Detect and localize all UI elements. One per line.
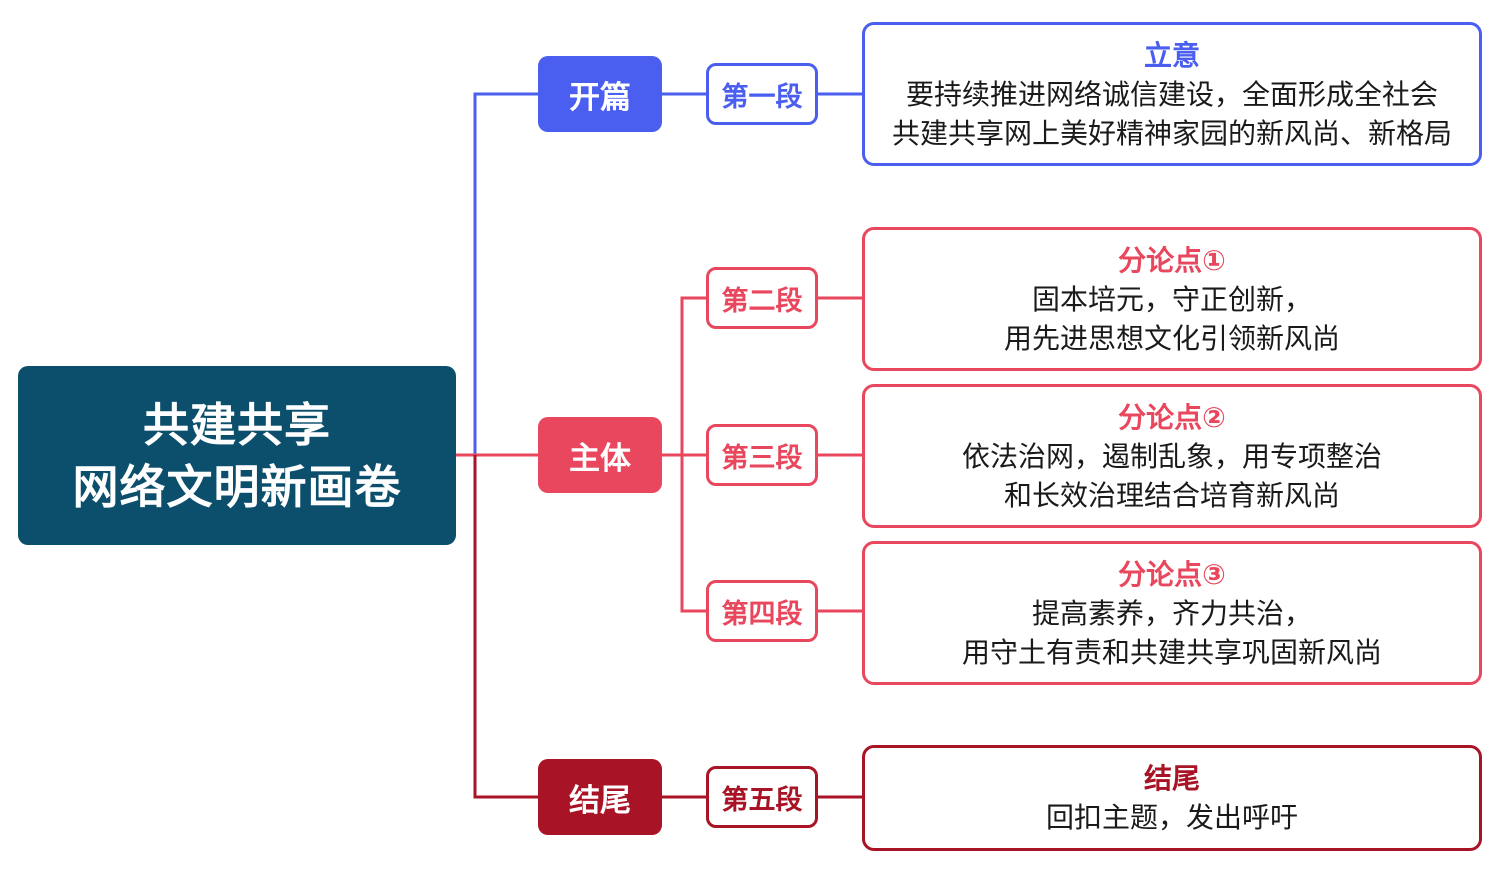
- root-title-line1: 共建共享: [143, 397, 331, 452]
- paragraph-2: 第二段: [706, 267, 818, 329]
- detail-box-1: 立意 要持续推进网络诚信建设，全面形成全社会 共建共享网上美好精神家园的新风尚、…: [862, 22, 1482, 166]
- root-title-line2: 网络文明新画卷: [72, 459, 402, 514]
- detail-line: 依法治网，遏制乱象，用专项整治: [961, 439, 1382, 473]
- connector-root-opening: [456, 92, 538, 457]
- detail-heading: 分论点②: [1118, 400, 1226, 434]
- detail-heading: 分论点①: [1118, 243, 1226, 277]
- detail-line: 提高素养，齐力共治，: [1031, 596, 1312, 630]
- detail-line: 和长效治理结合培育新风尚: [1003, 478, 1340, 512]
- detail-line: 用先进思想文化引领新风尚: [1003, 321, 1340, 355]
- detail-box-5: 结尾 回扣主题，发出呼吁: [862, 745, 1482, 851]
- paragraph-3: 第三段: [706, 424, 818, 486]
- root-topic: 共建共享 网络文明新画卷: [18, 366, 456, 545]
- detail-box-3: 分论点② 依法治网，遏制乱象，用专项整治 和长效治理结合培育新风尚: [862, 384, 1482, 528]
- paragraph-5: 第五段: [706, 766, 818, 828]
- section-opening: 开篇: [538, 56, 662, 132]
- connector-body-p2: [662, 296, 706, 457]
- section-ending: 结尾: [538, 759, 662, 835]
- detail-heading: 立意: [1143, 38, 1200, 72]
- detail-line: 回扣主题，发出呼吁: [1045, 801, 1298, 834]
- detail-line: 要持续推进网络诚信建设，全面形成全社会: [905, 77, 1438, 111]
- detail-line: 用守土有责和共建共享巩固新风尚: [961, 635, 1382, 669]
- connector-root-ending: [473, 455, 538, 799]
- connector-body-p4: [680, 455, 706, 613]
- paragraph-4: 第四段: [706, 580, 818, 642]
- detail-heading: 分论点③: [1118, 557, 1226, 591]
- section-body: 主体: [538, 417, 662, 493]
- paragraph-1: 第一段: [706, 63, 818, 125]
- detail-line: 共建共享网上美好精神家园的新风尚、新格局: [891, 116, 1452, 150]
- detail-box-4: 分论点③ 提高素养，齐力共治， 用守土有责和共建共享巩固新风尚: [862, 541, 1482, 685]
- detail-box-2: 分论点① 固本培元，守正创新， 用先进思想文化引领新风尚: [862, 227, 1482, 371]
- detail-line: 固本培元，守正创新，: [1031, 282, 1312, 316]
- detail-heading: 结尾: [1143, 762, 1200, 795]
